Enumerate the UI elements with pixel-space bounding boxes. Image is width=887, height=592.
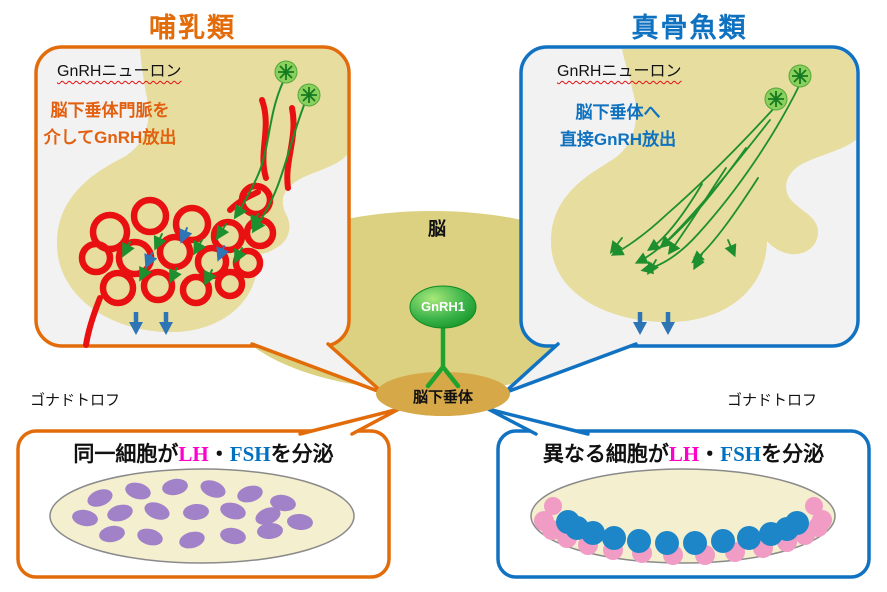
gnrh1-label: GnRH1 (420, 299, 466, 314)
caption-right-separator: ・ (699, 443, 721, 466)
mammal-gonadotroph-tissue (49, 468, 355, 564)
gonadotroph-label-left: ゴナドトロフ (30, 392, 121, 409)
title-mammals: 哺乳類 (149, 13, 236, 43)
neuron-cell-star-icon (768, 91, 784, 107)
mammal-brain-tissue (56, 49, 347, 333)
caption-right-prefix: 異なる細胞が (542, 443, 669, 466)
teleost-brain-tissue (550, 49, 856, 323)
release-note-mammal-line1: 脳下垂体門脈を (50, 101, 170, 120)
neuron-cell-star-icon (278, 64, 294, 80)
gnrh-neuron-label-left: GnRHニューロン (57, 63, 182, 80)
caption-different-cell: 異なる細胞がLH・FSHを分泌 (498, 438, 869, 468)
release-note-mammal-line2: 介してGnRH放出 (43, 128, 177, 148)
caption-right-fsh: FSH (720, 442, 762, 466)
gnrh-receptor-y-icon (425, 325, 461, 389)
release-note-teleost: 脳下垂体へ 直接GnRH放出 (538, 99, 698, 153)
neuron-cell-star-icon (301, 87, 317, 103)
release-note-teleost-line1: 脳下垂体へ (575, 103, 661, 122)
caption-left-prefix: 同一細胞が (73, 443, 179, 466)
pituitary-label: 脳下垂体 (412, 389, 473, 406)
teleost-gonadotroph-tail (487, 407, 590, 436)
caption-left-separator: ・ (208, 443, 230, 466)
gnrh1-ball (409, 285, 477, 329)
gnrh-neuron-label-right: GnRHニューロン (557, 63, 682, 80)
gnrh-neuron-cells-right (764, 64, 812, 111)
fsh-cells (556, 510, 809, 555)
mammal-gonadotroph-tail (298, 407, 400, 436)
teleost-tissue-group (550, 49, 856, 323)
gonadotroph-label-right: ゴナドトロフ (727, 392, 818, 409)
caption-left-fsh: FSH (229, 442, 271, 466)
brain-label: 脳 (428, 219, 446, 239)
release-note-mammal: 脳下垂体門脈を 介してGnRH放出 (15, 97, 205, 151)
teleost-gonadotroph-tissue (530, 468, 836, 565)
release-note-teleost-line2: 直接GnRH放出 (559, 130, 677, 150)
gnrh-neuron-cells-left (274, 60, 321, 107)
caption-left-lh: LH (178, 442, 209, 466)
secretion-arrows-left (144, 227, 230, 269)
gnrh-axons-left (122, 81, 307, 286)
pituitary-ellipse (376, 372, 510, 416)
lh-fsh-cells (72, 478, 313, 549)
neuron-cell-star-icon (792, 68, 808, 84)
caption-right-suffix: を分泌 (761, 443, 825, 466)
release-arrows-left (129, 312, 173, 335)
caption-left-suffix: を分泌 (270, 443, 334, 466)
caption-right-lh: LH (668, 442, 700, 466)
title-teleost: 真骨魚類 (631, 13, 748, 43)
caption-same-cell: 同一細胞がLH・FSHを分泌 (18, 438, 389, 468)
gnrh-fibers-right (609, 83, 801, 276)
release-arrows-right (633, 312, 675, 335)
mammal-tissue-group (56, 49, 347, 333)
